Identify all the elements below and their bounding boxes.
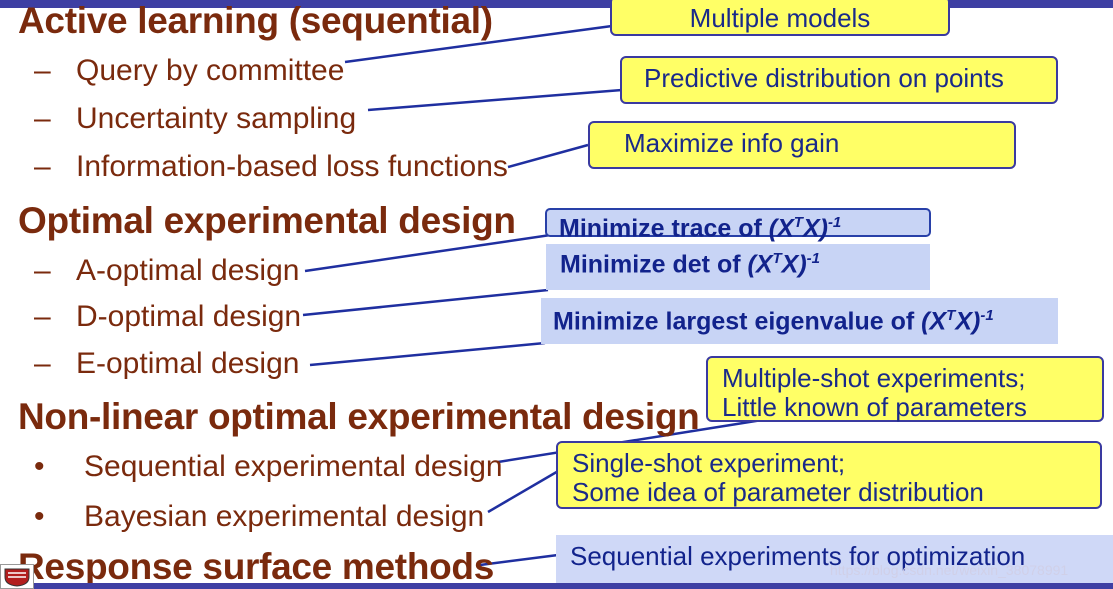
callout-line-2: Little known of parameters — [722, 391, 1027, 422]
item-label: Bayesian experimental design — [84, 500, 485, 533]
connector-infoloss — [507, 143, 589, 169]
heading-optimal-design: Optimal experimental design — [18, 200, 516, 241]
dash-marker: – — [34, 54, 51, 87]
math-open: (X — [921, 307, 947, 336]
callout-text: Sequential experiments for optimization — [570, 541, 1026, 571]
heading-nonlinear-design: Non-linear optimal experimental design — [18, 396, 700, 437]
box-text: Minimize trace of — [559, 214, 769, 243]
math-open: (X — [768, 214, 794, 243]
connector-qbc — [344, 24, 613, 64]
heading-response-surface: Response surface methods — [18, 546, 495, 587]
item-label: Sequential experimental design — [84, 450, 503, 483]
connector-bayesian — [487, 468, 561, 514]
box-text: Minimize det of — [560, 250, 748, 279]
connector-dopt — [302, 288, 549, 317]
list-item-bayesian: • Bayesian experimental design — [34, 502, 484, 532]
box-minimize-eigenvalue: Minimize largest eigenvalue of (XTX)-1 — [541, 298, 1058, 344]
item-label: Information-based loss functions — [76, 150, 508, 183]
callout-predictive-distribution: Predictive distribution on points — [620, 56, 1058, 104]
callout-line-1: Single-shot experiment; — [572, 448, 846, 478]
dash-marker: – — [34, 102, 51, 135]
math-open: (X — [747, 250, 773, 279]
list-item-qbc: –Query by committee — [34, 56, 344, 86]
connector-response — [479, 553, 559, 567]
math-close: X) — [781, 250, 807, 279]
bottom-bar — [0, 583, 1113, 589]
math-sup-inv: -1 — [806, 250, 821, 267]
item-label: A-optimal design — [76, 254, 300, 287]
bullet-marker: • — [34, 500, 45, 533]
item-label: E-optimal design — [76, 347, 300, 380]
logo-shield-icon — [4, 568, 30, 587]
top-bar — [0, 0, 1113, 8]
dash-marker: – — [34, 300, 51, 333]
callout-line-2: Some idea of parameter distribution — [572, 476, 984, 507]
callout-text: Maximize info gain — [624, 128, 840, 158]
callout-single-shot: Single-shot experiment; Some idea of par… — [556, 441, 1102, 509]
math-sup-t: T — [946, 307, 956, 324]
heading-active-learning: Active learning (sequential) — [18, 0, 493, 41]
callout-text: Multiple models — [689, 3, 871, 33]
box-minimize-trace: Minimize trace of (XTX)-1 — [545, 208, 931, 241]
callout-info-gain: Maximize info gain — [588, 121, 1016, 169]
math-sup-t: T — [772, 250, 782, 267]
callout-sequential-optimization: Sequential experiments for optimization — [556, 535, 1113, 585]
math-sup-inv: -1 — [827, 214, 842, 231]
math-close: X) — [955, 307, 981, 336]
callout-text: Predictive distribution on points — [644, 63, 1004, 93]
math-sup-inv: -1 — [980, 307, 994, 324]
callout-line-1: Multiple-shot experiments; — [722, 363, 1026, 393]
item-label: Query by committee — [76, 54, 345, 87]
list-item-uncertainty: –Uncertainty sampling — [34, 104, 356, 134]
watermark: https://blog.csdn.net/weixin_38078991 — [830, 562, 1069, 578]
connector-eopt — [309, 341, 546, 367]
box-text: Minimize largest eigenvalue of — [553, 307, 922, 336]
math-close: X) — [802, 214, 828, 243]
connector-uncertainty — [367, 88, 623, 112]
bullet-marker: • — [34, 450, 45, 483]
list-item-eopt: –E-optimal design — [34, 349, 299, 379]
list-item-infoloss: –Information-based loss functions — [34, 152, 508, 182]
list-item-dopt: –D-optimal design — [34, 302, 301, 332]
item-label: D-optimal design — [76, 300, 302, 333]
dash-marker: – — [34, 254, 51, 287]
logo-icon — [0, 564, 34, 589]
math-sup-t: T — [793, 214, 803, 231]
list-item-sequential: • Sequential experimental design — [34, 452, 503, 482]
dash-marker: – — [34, 150, 51, 183]
callout-multiple-shot: Multiple-shot experiments; Little known … — [706, 356, 1104, 422]
item-label: Uncertainty sampling — [76, 102, 357, 135]
list-item-aopt: –A-optimal design — [34, 256, 299, 286]
dash-marker: – — [34, 347, 51, 380]
box-minimize-det: Minimize det of (XTX)-1 — [546, 244, 930, 290]
callout-multiple-models: Multiple models — [610, 0, 950, 36]
